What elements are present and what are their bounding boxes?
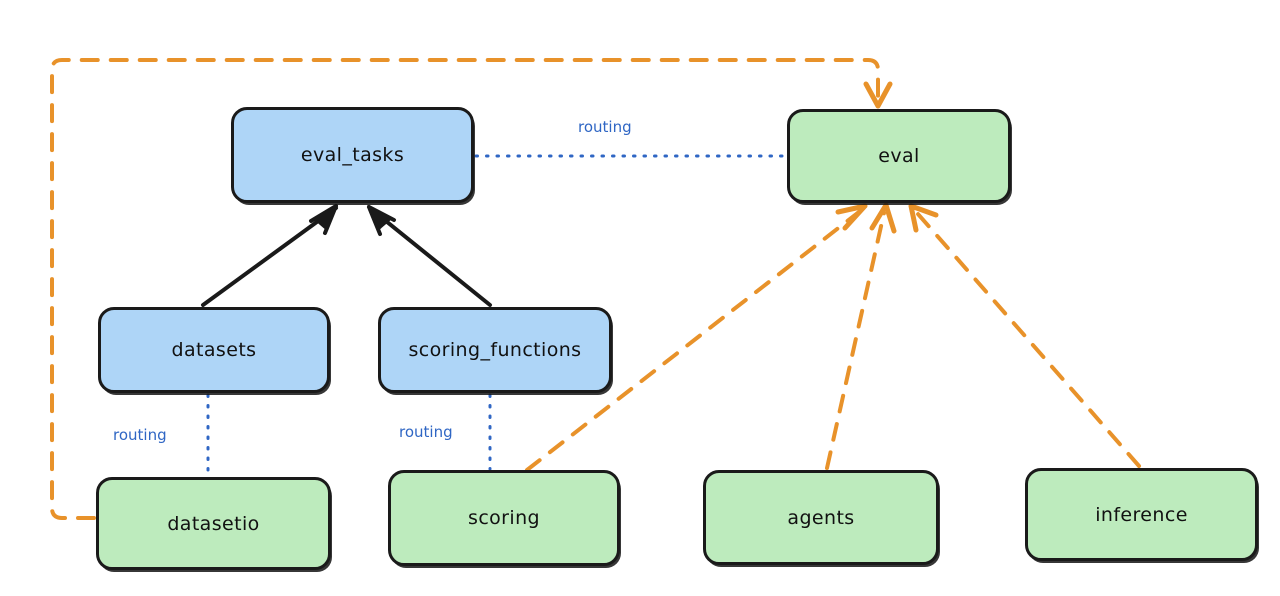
edge-label-routing-scoring-functions: routing bbox=[399, 423, 453, 441]
node-label: scoring_functions bbox=[408, 339, 582, 361]
node-label: datasets bbox=[171, 339, 257, 361]
edge-label-routing-datasets: routing bbox=[113, 426, 167, 444]
node-label: agents bbox=[787, 506, 855, 529]
edge-datasetio-to-eval bbox=[50, 58, 893, 520]
node-label: eval bbox=[878, 145, 920, 167]
node-agents[interactable]: agents bbox=[703, 470, 939, 565]
node-eval-tasks[interactable]: eval_tasks bbox=[231, 107, 474, 203]
node-scoring-functions[interactable]: scoring_functions bbox=[378, 307, 612, 393]
edge-agents-to-eval bbox=[825, 202, 897, 470]
edge-inference-to-eval bbox=[908, 203, 1141, 468]
node-inference[interactable]: inference bbox=[1025, 468, 1258, 561]
edge-scoring_functions-to-eval_tasks bbox=[367, 205, 492, 307]
node-label: eval_tasks bbox=[300, 144, 405, 166]
node-label: datasetio bbox=[167, 512, 260, 535]
node-datasetio[interactable]: datasetio bbox=[96, 477, 331, 570]
node-scoring[interactable]: scoring bbox=[388, 470, 620, 566]
node-label: scoring bbox=[468, 507, 540, 529]
node-eval[interactable]: eval bbox=[787, 109, 1011, 203]
node-datasets[interactable]: datasets bbox=[98, 307, 330, 393]
node-label: inference bbox=[1095, 503, 1188, 526]
edge-label-routing-eval-tasks: routing bbox=[578, 118, 632, 136]
edge-datasets-to-eval_tasks bbox=[201, 204, 338, 307]
edge-scoring-to-eval bbox=[525, 203, 868, 472]
